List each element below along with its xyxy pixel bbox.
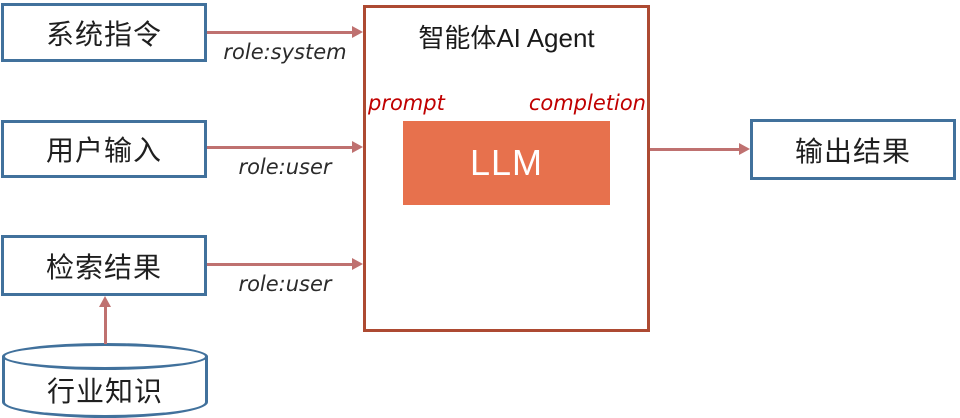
arrow-head-icon [739,143,750,155]
label-completion: completion [528,91,646,115]
arrow-retrieval-to-agent [207,258,363,271]
arrow-user-to-agent [207,141,363,154]
arrow-head-icon [352,141,363,153]
arrow-line [104,305,107,344]
llm-label: LLM [469,142,544,183]
node-user-input: 用户输入 [1,120,207,178]
node-output-result-label: 输出结果 [794,135,911,167]
label-role-user-retrieval: role:user [238,272,332,296]
agent-title: 智能体AI Agent [418,23,595,53]
arrow-head-icon [99,296,111,307]
arrow-head-icon [352,258,363,270]
arrow-agent-to-output [650,143,750,156]
label-prompt: prompt [368,91,445,115]
node-output-result: 输出结果 [750,119,956,180]
cylinder-top-ellipse [2,343,208,370]
arrow-system-to-agent [207,26,363,39]
arrow-knowledge-to-retrieval [99,296,112,344]
database-cylinder-knowledge: 行业知识 [2,343,208,418]
llm-box: LLM [403,121,610,205]
node-system-instruction: 系统指令 [1,3,207,62]
agent-container-box [363,5,650,332]
arrow-line [650,148,741,151]
node-system-instruction-label: 系统指令 [45,18,162,50]
node-retrieval-result: 检索结果 [1,235,207,296]
arrow-line [207,31,354,34]
label-role-system: role:system [223,40,347,64]
arrow-line [207,263,354,266]
arrow-line [207,146,354,149]
node-retrieval-result-label: 检索结果 [45,251,162,283]
label-role-user-input: role:user [238,155,332,179]
node-user-input-label: 用户输入 [45,135,162,166]
arrow-head-icon [352,26,363,38]
database-cylinder-label: 行业知识 [46,376,163,407]
